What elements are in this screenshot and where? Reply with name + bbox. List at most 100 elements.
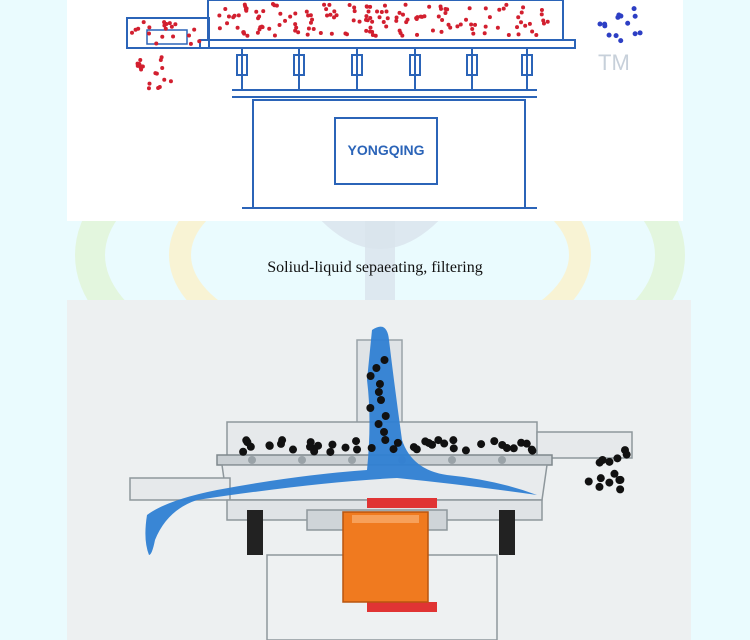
red-particle [173,22,178,27]
red-particle [403,2,408,7]
red-particle [138,58,143,63]
red-particle [364,14,369,19]
solid-particle [522,439,531,448]
red-particle [244,6,249,11]
bottom-diagram-panel [67,300,691,640]
red-particle [439,29,444,34]
solid-particle [306,438,315,447]
red-particle [192,27,197,32]
solid-particle [605,478,614,487]
red-particle [370,19,375,24]
red-particle [381,19,386,24]
red-particle [288,14,293,19]
solid-particle [595,458,604,467]
solid-particle [584,477,593,486]
red-particle [404,20,409,25]
solid-particle [449,436,458,445]
red-particle [163,26,168,31]
blue-particle [625,20,631,26]
diagram-caption: Soliud-liquid sepaeating, filtering [267,259,483,276]
red-particle [306,26,311,31]
red-particle [277,23,282,28]
solid-particle [596,474,605,483]
red-particle [364,17,369,22]
blue-particle [615,14,621,20]
red-particle [236,13,241,18]
red-particle [365,4,370,9]
solid-particle [461,446,470,455]
red-particle [464,17,469,22]
red-particle [308,13,313,18]
red-particle [261,9,266,14]
red-particle [527,21,532,26]
red-particle [394,18,399,23]
red-particle [351,18,356,23]
red-particle [541,21,546,26]
solid-particle [375,380,384,388]
red-particle [516,32,521,37]
solid-particle [393,438,402,447]
red-particle [255,30,260,35]
red-particle [487,15,492,20]
brand-label: YONGQING [347,142,424,158]
solid-particle [440,439,449,448]
red-particle [332,15,337,20]
solid-particle [421,437,430,446]
red-particle [311,27,316,32]
solid-particle [380,428,389,436]
red-particle [153,71,158,76]
solid-particle [374,420,383,428]
solid-particle [367,444,376,452]
red-particle [541,18,546,23]
red-particle [223,6,228,11]
red-particle [501,6,506,11]
red-particle [294,25,299,30]
red-particle [217,13,222,18]
separator-diagram [129,326,633,640]
solid-particle [434,436,443,445]
solid-particle [353,445,362,454]
red-particle [146,31,151,36]
solid-particle [595,482,604,491]
red-particle [154,41,159,46]
red-particle [482,31,487,36]
red-particle [443,10,448,15]
red-particle [446,22,451,27]
red-particle [377,15,382,20]
red-particle [415,32,420,37]
solid-particle [613,454,622,463]
red-particle [188,41,193,46]
red-particle [373,33,378,38]
blue-particle [602,21,608,27]
red-particle [385,16,390,21]
red-particle [519,10,524,15]
solid-particle [490,437,499,446]
vibrating-sieve-diagram: YONGQING [126,0,576,209]
solid-particle [372,364,381,372]
red-particle [471,31,476,36]
red-particle [139,67,144,72]
red-particle [368,16,373,21]
solid-particle [509,444,518,453]
solid-particle [428,440,437,449]
red-particle [162,20,167,25]
solid-particle [616,475,625,484]
red-particle [539,12,544,17]
red-particle [168,79,173,84]
red-particle [305,32,310,37]
red-particle [422,14,427,19]
solid-particle [366,372,375,380]
red-particle [160,65,165,70]
red-particle [427,4,432,9]
red-particle [516,15,521,20]
solid-particle [616,485,625,494]
red-particle [448,25,453,30]
red-particle [483,6,488,11]
red-particle [439,6,444,11]
red-particle [495,25,500,30]
red-particle [267,26,272,31]
red-particle [187,33,192,38]
red-particle [469,22,474,27]
red-particle [325,13,330,18]
red-particle [167,21,172,26]
